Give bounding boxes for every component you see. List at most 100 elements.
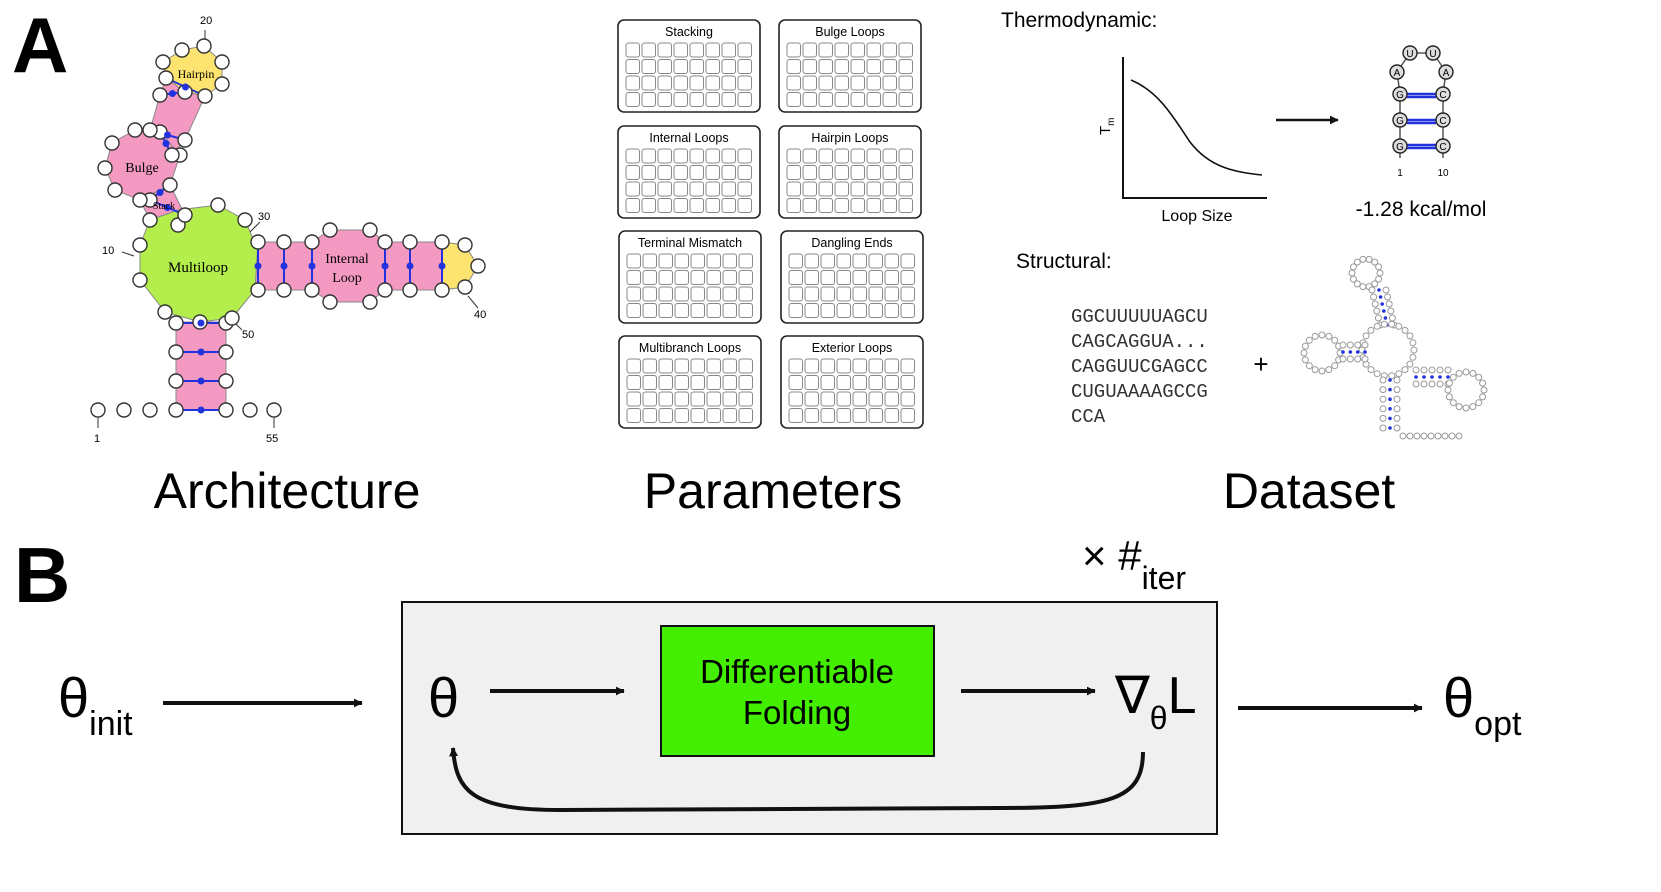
table-cell	[721, 198, 736, 213]
table-cell	[834, 75, 849, 91]
base-pair-dot	[197, 319, 205, 327]
architecture-title: Architecture	[154, 463, 421, 519]
table-cell	[834, 181, 849, 197]
trna-nucleotide	[1375, 263, 1383, 271]
theta: θ	[428, 666, 459, 729]
table-cell	[818, 148, 833, 164]
table-cell	[706, 253, 721, 269]
parameter-table: Exterior Loops	[780, 335, 924, 429]
table-cell	[868, 358, 883, 374]
nucleotide	[132, 237, 148, 253]
table-cell	[882, 42, 897, 58]
table-cell	[721, 92, 736, 107]
trna-pair-dot	[1363, 350, 1367, 354]
table-cell	[657, 42, 672, 58]
table-cell	[788, 408, 803, 423]
svg-text:C: C	[1439, 116, 1446, 127]
nucleotide	[214, 54, 230, 70]
trna-nucleotide	[1406, 432, 1414, 440]
nucleotide	[377, 282, 393, 298]
table-cell	[625, 42, 640, 58]
differentiable-folding-box	[660, 625, 935, 757]
internal-loop-label-1: Internal	[325, 252, 369, 267]
plus-sign: +	[1253, 349, 1268, 379]
table-cell	[705, 181, 720, 197]
table-cell	[900, 408, 915, 423]
mini-base: G	[1392, 138, 1408, 154]
base-pair-dot	[308, 262, 316, 270]
table-cell	[737, 148, 752, 164]
table-cell	[786, 42, 801, 58]
table-cell	[788, 375, 803, 390]
trna-nucleotide	[1365, 255, 1373, 263]
table-cell	[868, 391, 883, 407]
table-cell	[884, 391, 899, 407]
table-cell	[626, 270, 641, 285]
trna-pair-dot	[1377, 288, 1381, 292]
stack-label: Stack	[153, 201, 175, 212]
nucleotide	[250, 234, 266, 250]
table-cell	[738, 303, 753, 318]
table-cell	[850, 198, 865, 213]
svg-text:U: U	[1429, 49, 1436, 60]
table-cell	[626, 408, 641, 423]
svg-text:A: A	[1394, 68, 1401, 79]
table-cell	[868, 375, 883, 390]
trna-nucleotide	[1367, 326, 1375, 334]
table-cell	[690, 358, 705, 374]
table-cell	[657, 165, 672, 180]
table-cell	[738, 358, 753, 374]
table-cell	[834, 59, 849, 74]
dataset-title: Dataset	[1223, 463, 1395, 519]
nucleotide	[142, 122, 158, 138]
table-cell	[658, 286, 673, 302]
table-cell	[788, 286, 803, 302]
table-cell	[722, 303, 737, 318]
trna-nucleotide	[1399, 432, 1407, 440]
table-cell	[802, 42, 817, 58]
table-cell	[705, 42, 720, 58]
table-cell	[705, 92, 720, 107]
table-cell	[674, 358, 689, 374]
base-pair-dot	[381, 262, 389, 270]
table-cell	[850, 75, 865, 91]
svg-text:C: C	[1439, 90, 1446, 101]
trna-nucleotide	[1479, 379, 1487, 387]
trna-pair-dot	[1388, 416, 1392, 421]
table-cell	[641, 165, 656, 180]
table-cell	[642, 286, 657, 302]
trna-nucleotide	[1412, 380, 1420, 388]
trna-nucleotide	[1325, 332, 1333, 340]
table-cell	[722, 391, 737, 407]
table-cell	[738, 375, 753, 390]
table-title: Stacking	[665, 25, 713, 39]
nucleotide	[168, 315, 184, 331]
trna-nucleotide	[1300, 349, 1308, 357]
table-cell	[786, 198, 801, 213]
table-cell	[689, 198, 704, 213]
base-pair-dot	[406, 262, 414, 270]
nucleotide	[237, 212, 253, 228]
trna-nucleotide	[1434, 432, 1442, 440]
base-pair-dot	[164, 131, 171, 139]
trna-nucleotide	[1318, 367, 1326, 375]
nucleotide	[250, 282, 266, 298]
table-cell	[673, 42, 688, 58]
table-cell	[690, 270, 705, 285]
table-cell	[674, 270, 689, 285]
trna-nucleotide	[1362, 332, 1370, 340]
table-cell	[721, 181, 736, 197]
trna-nucleotide	[1331, 362, 1339, 370]
parameter-table: Terminal Mismatch	[618, 230, 762, 324]
trna-nucleotide	[1368, 286, 1376, 294]
table-cell	[690, 286, 705, 302]
feedback-arrow	[449, 747, 1145, 813]
nucleotide	[266, 402, 282, 418]
table-cell	[884, 253, 899, 269]
table-cell	[673, 165, 688, 180]
trna-pair-dot	[1380, 302, 1384, 306]
nucleotide	[224, 310, 240, 326]
trna-nucleotide	[1445, 393, 1453, 401]
table-cell	[690, 253, 705, 269]
